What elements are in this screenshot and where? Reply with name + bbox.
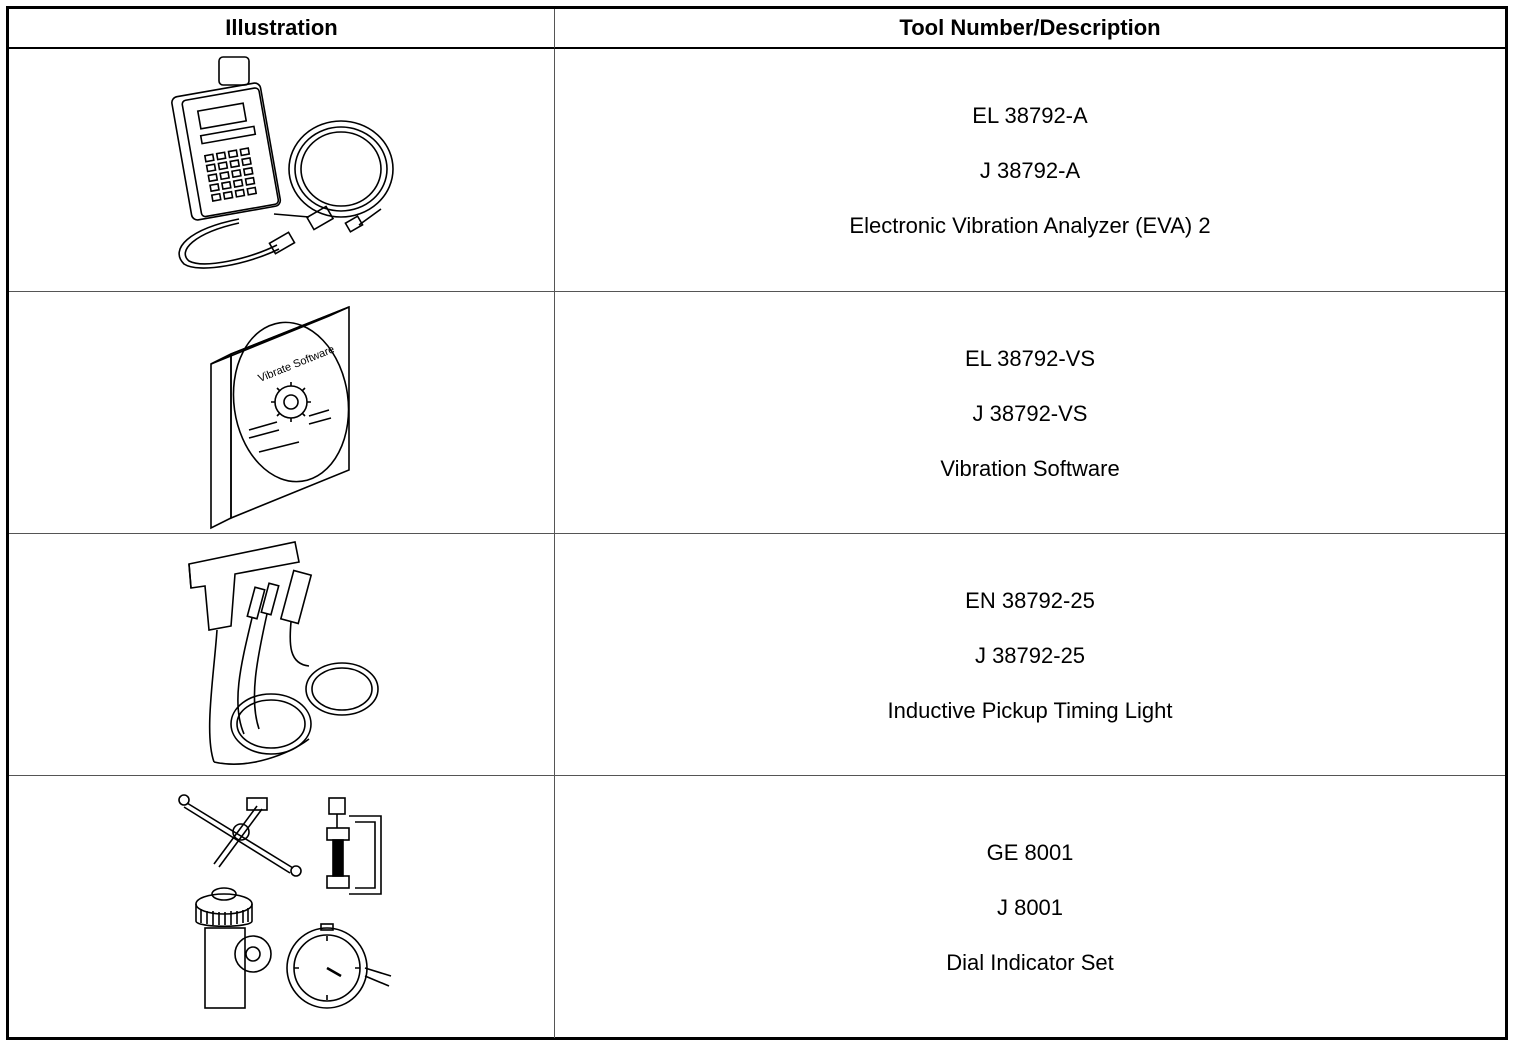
tool-table: Illustration Tool Number/Description — [6, 6, 1508, 1040]
tool-number-secondary: J 38792-25 — [974, 642, 1086, 668]
tool-number-secondary: J 38792-A — [979, 157, 1081, 183]
tool-number-secondary: J 38792-VS — [972, 400, 1088, 426]
tool-description: Vibration Software — [940, 455, 1120, 481]
tool-number-primary: EL 38792-VS — [964, 345, 1096, 371]
illustration-cell — [9, 534, 555, 776]
tool-number-primary: EN 38792-25 — [965, 587, 1095, 613]
tool-number-secondary: J 8001 — [996, 894, 1064, 920]
table-row: EN 38792-25 J 38792-25 Inductive Pickup … — [9, 533, 1505, 776]
table-row: EL 38792-A J 38792-A Electronic Vibratio… — [9, 49, 1505, 291]
tool-description-cell: EL 38792-VS J 38792-VS Vibration Softwar… — [555, 292, 1505, 534]
tool-description-cell: GE 8001 J 8001 Dial Indicator Set — [555, 776, 1505, 1038]
tool-number-primary: GE 8001 — [986, 839, 1074, 865]
dial-indicator-set-icon — [178, 794, 392, 1009]
tool-number-primary: EL 38792-A — [972, 102, 1088, 128]
header-illustration: Illustration — [9, 9, 555, 49]
table-row: Vibrate Software EL 38792-VS J 38792-VS … — [9, 291, 1505, 534]
tool-description: Dial Indicator Set — [946, 949, 1114, 975]
tool-description-cell: EN 38792-25 J 38792-25 Inductive Pickup … — [555, 534, 1505, 776]
software-cd-icon: Vibrate Software — [210, 305, 350, 530]
tool-description-cell: EL 38792-A J 38792-A Electronic Vibratio… — [555, 49, 1505, 291]
tool-description: Inductive Pickup Timing Light — [887, 697, 1173, 723]
cd-label: Vibrate Software — [257, 343, 337, 385]
timing-light-icon — [188, 541, 379, 765]
illustration-cell: Vibrate Software — [9, 292, 555, 534]
header-tool-description: Tool Number/Description — [555, 9, 1505, 49]
table-row: GE 8001 J 8001 Dial Indicator Set — [9, 775, 1505, 1038]
vibration-analyzer-icon — [171, 56, 394, 269]
illustration-cell — [9, 776, 555, 1038]
tool-description: Electronic Vibration Analyzer (EVA) 2 — [849, 212, 1211, 238]
illustration-cell — [9, 49, 555, 291]
